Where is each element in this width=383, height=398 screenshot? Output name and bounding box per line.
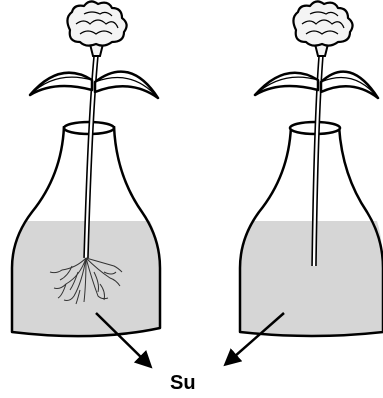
vase-left-leaf-right <box>95 72 158 98</box>
carnation-flower-icon <box>293 1 352 45</box>
water-label: Su <box>170 372 196 394</box>
vase-left-leaf-left <box>30 73 92 95</box>
vase-left <box>12 1 160 336</box>
vase-right-leaf-right <box>321 72 378 98</box>
vase-right <box>240 1 383 336</box>
vase-right-water <box>240 221 383 336</box>
carnation-flower-icon <box>67 1 126 45</box>
vase-right-leaf-left <box>255 73 318 95</box>
